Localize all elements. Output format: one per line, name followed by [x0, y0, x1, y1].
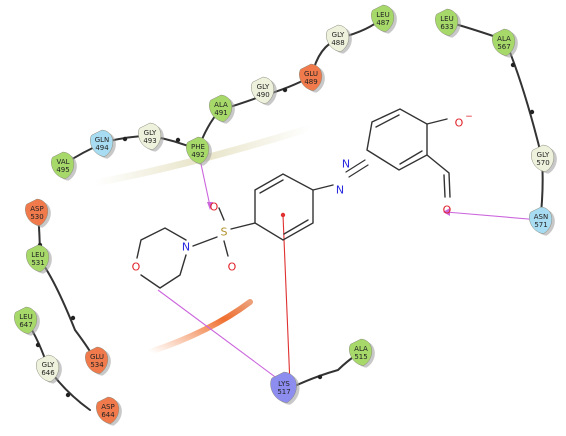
residue-name: GLU: [90, 353, 104, 361]
hbond-asn571: [445, 211, 541, 221]
atom-morpholine-nitrogen: N: [182, 241, 190, 254]
residue-number: 633: [440, 23, 453, 31]
residue-name: GLY: [257, 83, 270, 91]
residue-number: 515: [354, 353, 367, 361]
atom-oxide: O: [455, 117, 464, 130]
residue-number: 495: [56, 166, 69, 174]
atom-sulfonyl-oxygen-1: O: [210, 201, 219, 214]
hbond-arrowhead-asn: [443, 208, 450, 216]
ligand: [136, 108, 451, 289]
residue-number: 489: [304, 78, 317, 86]
residue-name: ALA: [354, 345, 368, 353]
residue-number: 534: [90, 361, 104, 369]
atom-azo-nitrogen-2: N: [342, 158, 350, 171]
residue-name: ASN: [534, 213, 548, 221]
residue-name: VAL: [56, 158, 69, 166]
residue-name: ASP: [101, 403, 114, 411]
contact-lys517: [157, 289, 287, 386]
residue-name: ALA: [214, 101, 228, 109]
residue-group: LEU487GLY488GLU489GLY490ALA491PHE492GLY4…: [14, 4, 557, 426]
atom-morpholine-oxygen: O: [132, 261, 141, 274]
residue-name: GLY: [42, 361, 55, 369]
backbone-dots: [35, 37, 535, 398]
atom-sulfur: S: [221, 226, 228, 239]
residue-name: ASP: [30, 205, 43, 213]
residue-number: 571: [534, 221, 547, 229]
hbond-arrowhead-phe: [207, 202, 213, 210]
residue-number: 644: [101, 411, 115, 419]
residue-name: LYS: [278, 380, 290, 388]
residue-name: GLN: [95, 136, 110, 144]
residue-number: 494: [95, 144, 109, 152]
residue-name: LEU: [19, 313, 32, 321]
residue-name: GLY: [144, 129, 157, 137]
residue-number: 488: [331, 39, 344, 47]
atom-sulfonyl-oxygen-2: O: [228, 261, 237, 274]
residue-number: 490: [256, 91, 269, 99]
residue-name: ALA: [497, 35, 511, 43]
atom-azo-nitrogen-1: N: [336, 184, 344, 197]
residue-name: LEU: [376, 11, 389, 19]
residue-name: LEU: [440, 15, 453, 23]
residue-name: GLU: [304, 70, 318, 78]
residue-number: 492: [191, 151, 204, 159]
residue-number: 646: [41, 369, 55, 377]
residue-number: 531: [31, 259, 44, 267]
ligand-atoms: O − O N N S O O N O: [132, 112, 473, 274]
ring-centroid: [280, 212, 286, 218]
atom-carbonyl-oxygen: O: [443, 204, 452, 217]
atom-oxide-charge: −: [465, 112, 473, 122]
residue-number: 530: [30, 213, 43, 221]
surface-swoosh-orange: [147, 299, 253, 355]
residue-name: GLY: [332, 31, 345, 39]
residue-number: 493: [143, 137, 156, 145]
residue-name: PHE: [191, 143, 205, 151]
residue-number: 517: [277, 388, 290, 396]
residue-number: 491: [214, 109, 227, 117]
residue-number: 570: [536, 159, 549, 167]
cation-pi-lys517: [282, 214, 291, 386]
residue-number: 487: [376, 19, 389, 27]
residue-number: 567: [497, 43, 510, 51]
residue-name: GLY: [537, 151, 550, 159]
residue-number: 647: [19, 321, 32, 329]
residue-name: LEU: [31, 251, 44, 259]
